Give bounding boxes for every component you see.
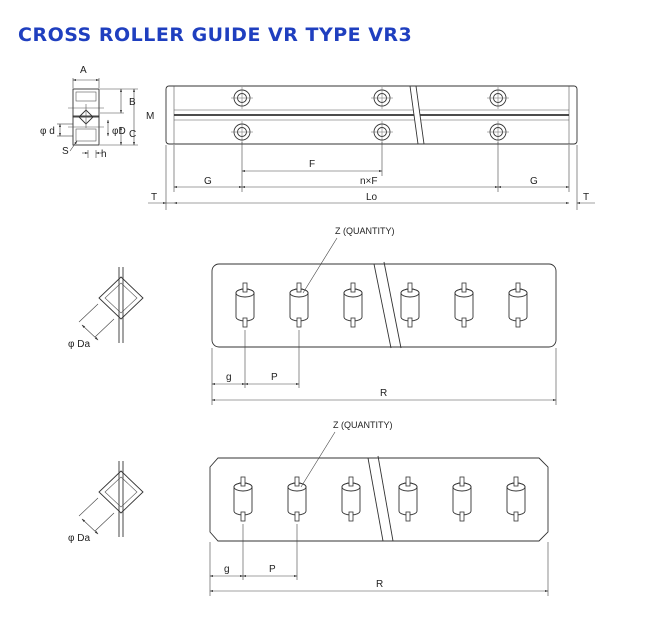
label-r-top: R [380,388,387,399]
label-a: A [80,65,87,76]
label-c: C [129,129,136,140]
label-b: B [129,97,136,108]
label-g-small-bottom: g [224,564,230,575]
cage-bottom-plate [209,455,549,542]
label-h: h [101,149,107,160]
cage-top-section [78,267,144,343]
page-title: CROSS ROLLER GUIDE VR TYPE VR3 [18,24,413,46]
cage-bottom-section [78,461,144,537]
label-phi-D: φD [112,126,126,137]
rail-cross-section [57,78,138,158]
label-g-right: G [530,176,538,187]
label-p-bottom: P [269,564,276,575]
label-da-bottom: φ Da [68,533,90,544]
label-nxf: n×F [360,176,378,187]
cage-bottom-dimensions [209,431,549,596]
label-phi-d: φ d [40,126,55,137]
rail-side-view [165,85,578,145]
label-r-bottom: R [376,579,383,590]
label-z-quantity-top: Z (QUANTITY) [335,226,395,236]
label-g-left: G [204,176,212,187]
label-t-right: T [583,192,589,203]
label-s: S [62,146,69,157]
label-lo: Lo [366,192,378,203]
label-z-quantity-bottom: Z (QUANTITY) [333,420,393,430]
label-t-left: T [151,192,157,203]
label-f: F [309,159,315,170]
label-m: M [146,111,154,122]
rail-dimensions [148,142,595,210]
label-g-small-top: g [226,372,232,383]
label-da-top: φ Da [68,339,90,350]
cage-top-plate [211,261,557,349]
cage-top-dimensions [211,237,557,405]
label-p-top: P [271,372,278,383]
